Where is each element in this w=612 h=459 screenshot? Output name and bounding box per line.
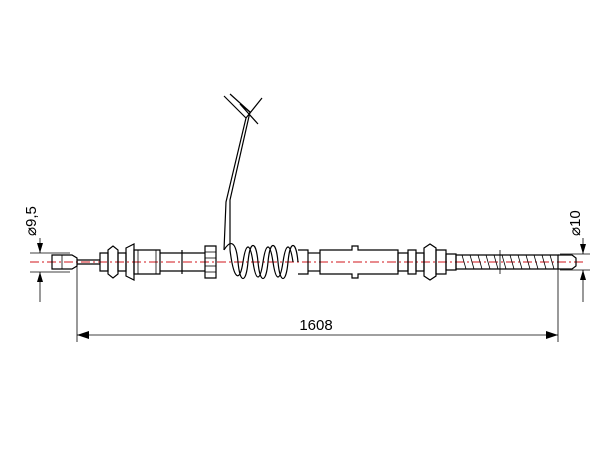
left-adjuster <box>99 243 161 281</box>
sheath-left <box>160 250 205 274</box>
right-end-fitting <box>558 254 577 270</box>
left-diameter-label: ⌀9,5 <box>23 206 40 236</box>
length-label: 1608 <box>299 317 332 334</box>
sheath-middle <box>308 245 399 279</box>
left-end-fitting <box>51 254 100 270</box>
right-diameter-label: ⌀10 <box>567 210 584 236</box>
spring-clip-assembly <box>204 93 309 280</box>
length-dimension: 1608 <box>76 262 559 342</box>
right-sleeve <box>455 250 559 274</box>
right-diameter-dimension: ⌀10 <box>560 210 590 302</box>
left-diameter-dimension: ⌀9,5 <box>23 206 70 302</box>
right-adjuster <box>397 243 457 281</box>
coil-spring <box>223 243 299 280</box>
